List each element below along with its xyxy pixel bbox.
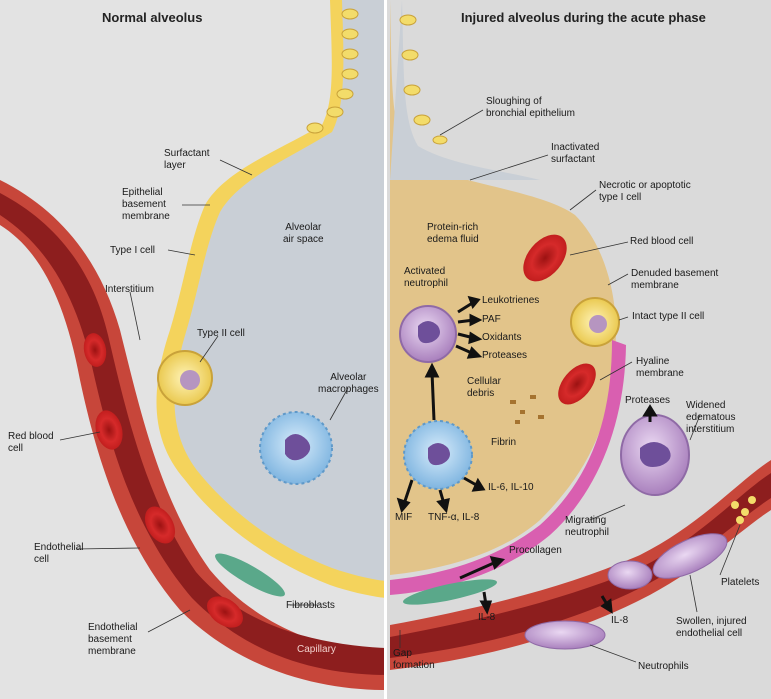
right-panel-title: Injured alveolus during the acute phase (461, 10, 706, 25)
injured-airspace-top (390, 0, 540, 180)
label-proteases: Proteases (482, 350, 528, 361)
label-interstitium: Interstitium (105, 284, 154, 295)
label-denuded-basement-membrane: Denuded basement membrane (631, 268, 719, 291)
injured-macrophage (403, 420, 473, 490)
label-type2-cell: Type II cell (197, 328, 245, 339)
label-type1-cell: Type I cell (110, 245, 156, 256)
label-neutrophils: Neutrophils (638, 661, 689, 672)
label-oxidants: Oxidants (482, 332, 522, 343)
platelets (731, 496, 756, 524)
label-red-blood-cell-right: Red blood cell (630, 236, 694, 247)
label-epithelial-basement-membrane: Epithelial basement membrane (122, 187, 170, 222)
migrating-neutrophil-cell (620, 414, 690, 496)
normal-fibroblast (215, 553, 285, 597)
label-capillary: Capillary (297, 644, 336, 655)
mediator-arrows (396, 295, 658, 615)
label-necrotic-type1-cell: Necrotic or apoptotic type I cell (599, 180, 691, 203)
panel-divider (384, 0, 387, 699)
label-red-blood-cell-left: Red blood cell (8, 431, 54, 454)
label-endothelial-basement-membrane: Endothelial basement membrane (88, 622, 138, 657)
label-cellular-debris: Cellular debris (467, 376, 501, 399)
injured-capillary-lumen (390, 473, 771, 658)
bronchial-epithelium-right (399, 14, 448, 145)
intact-type2-cell (570, 297, 620, 347)
label-inactivated-surfactant: Inactivated surfactant (551, 142, 600, 165)
label-paf: PAF (482, 314, 501, 325)
label-activated-neutrophil: Activated neutrophil (404, 266, 448, 289)
label-endothelial-cell: Endothelial cell (34, 542, 84, 565)
normal-macrophage (259, 411, 333, 485)
label-tnf-il8: TNF-α, IL-8 (428, 512, 480, 523)
label-il8-right: IL-8 (611, 615, 629, 626)
label-hyaline-membrane: Hyaline membrane (636, 356, 684, 379)
normal-capillary-lumen (0, 193, 385, 675)
normal-red-blood-cells (83, 333, 244, 628)
label-fibroblasts: Fibroblasts (286, 600, 335, 611)
left-panel-title: Normal alveolus (102, 10, 203, 25)
label-fibrin: Fibrin (491, 437, 517, 448)
injured-red-blood-cells (523, 234, 596, 405)
label-widened-interstitium: Widened edematous interstitium (686, 400, 736, 435)
label-leukotrienes: Leukotrienes (482, 295, 540, 306)
leader-lines (59, 109, 741, 663)
label-proteases-top: Proteases (625, 395, 671, 406)
label-intact-type2-cell: Intact type II cell (632, 311, 705, 322)
label-alveolar-macrophages: Alveolar macrophages (318, 372, 379, 395)
label-il8-low: IL-8 (478, 612, 496, 623)
normal-alveolar-airspace (174, 0, 385, 581)
label-gap-formation: Gap formation (393, 648, 435, 671)
label-mif: MIF (395, 512, 413, 523)
normal-type2-cell (157, 350, 213, 406)
label-swollen-endothelial: Swollen, injured endothelial cell (676, 616, 747, 639)
cellular-debris (510, 395, 544, 424)
label-sloughing: Sloughing of bronchial epithelium (486, 96, 575, 119)
label-protein-rich-edema: Protein-rich edema fluid (427, 222, 479, 245)
bronchial-epithelium-left (306, 8, 359, 134)
capillary-neutrophils (524, 533, 728, 650)
label-migrating-neutrophil: Migrating neutrophil (565, 515, 609, 538)
label-alveolar-air-space: Alveolar air space (283, 222, 324, 245)
label-surfactant-layer: Surfactant layer (164, 148, 210, 171)
injured-fibroblast (403, 579, 497, 605)
label-il6-il10: IL-6, IL-10 (488, 482, 534, 493)
label-procollagen: Procollagen (509, 545, 562, 556)
activated-neutrophil-cell (399, 305, 457, 363)
label-platelets: Platelets (721, 577, 760, 588)
